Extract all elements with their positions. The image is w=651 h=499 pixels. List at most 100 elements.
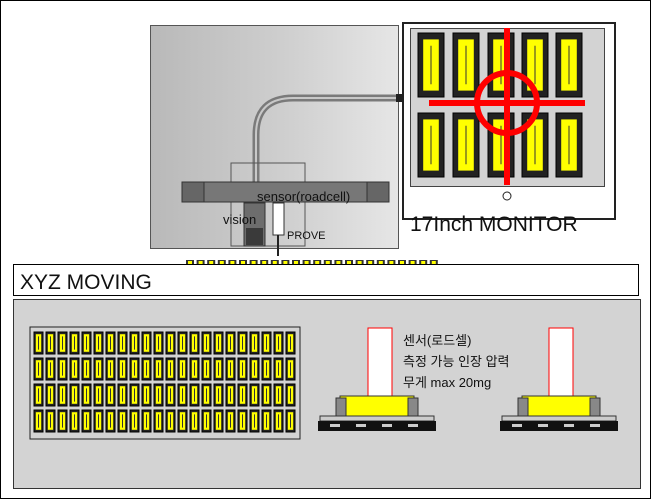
tray-chip — [261, 331, 272, 355]
tray-chip — [69, 331, 80, 355]
tray-chip — [81, 409, 92, 433]
tray-chip — [33, 357, 44, 381]
tray-chip — [261, 409, 272, 433]
tray-chip — [33, 383, 44, 407]
tray-chip — [177, 409, 188, 433]
test-station-2 — [500, 327, 618, 431]
conveyor-chip — [207, 260, 216, 266]
tray-chip — [189, 409, 200, 433]
test-station-1 — [318, 327, 436, 431]
tray-chip — [273, 331, 284, 355]
tray-chip — [57, 331, 68, 355]
tray-chip — [153, 357, 164, 381]
conveyor-chip — [334, 260, 343, 266]
tray-chip — [285, 357, 296, 381]
conveyor-chip — [419, 260, 428, 266]
tray-chip — [93, 357, 104, 381]
tray-chip — [141, 331, 152, 355]
tray-chip — [285, 409, 296, 433]
tray-chip — [249, 383, 260, 407]
monitor-chip — [417, 112, 445, 178]
tray-chip — [81, 357, 92, 381]
tray-chip — [201, 409, 212, 433]
xyz-label: XYZ MOVING — [20, 271, 152, 294]
monitor-chip — [521, 32, 549, 98]
tray-chip — [213, 409, 224, 433]
tray-chip — [93, 409, 104, 433]
korean-line-2: 측정 가능 인장 압력 — [403, 354, 510, 369]
tray-chip — [45, 331, 56, 355]
tray-chip — [189, 331, 200, 355]
crosshair-icon — [429, 28, 585, 185]
tray-chip — [69, 383, 80, 407]
conveyor-chip — [323, 260, 332, 266]
tray-chip — [249, 331, 260, 355]
sensor-label: sensor(roadcell) — [257, 189, 351, 204]
monitor-chip — [452, 112, 480, 178]
conveyor-chip — [281, 260, 290, 266]
conveyor-chip — [429, 260, 438, 266]
monitor-chip — [555, 32, 583, 98]
tray-chip — [225, 331, 236, 355]
tray-chip — [261, 357, 272, 381]
tray-chip — [69, 357, 80, 381]
tray-chip — [273, 409, 284, 433]
conveyor-chip — [292, 260, 300, 266]
tray-chip — [105, 357, 116, 381]
monitor-label: 17Inch MONITOR — [410, 213, 578, 236]
tray-chip — [129, 409, 140, 433]
tray-chip — [117, 383, 128, 407]
tray-chip — [153, 383, 164, 407]
conveyor-chip — [260, 260, 269, 266]
tray-chip — [33, 409, 44, 433]
tray-chip — [117, 409, 128, 433]
tray-chip — [117, 357, 128, 381]
tray-chip — [165, 357, 176, 381]
tray-chip — [225, 383, 236, 407]
tray-chip — [153, 331, 164, 355]
tray-chip — [201, 383, 212, 407]
tray-chip — [273, 357, 284, 381]
vision-label: vision — [223, 212, 257, 227]
conveyor-chip — [345, 260, 353, 266]
conveyor-chip — [355, 260, 364, 266]
conveyor-chip — [376, 260, 385, 266]
tray-chip — [189, 357, 200, 381]
conveyor-chip — [387, 260, 396, 266]
tray-chip — [237, 383, 248, 407]
tray-chip — [33, 331, 44, 355]
monitor-chip — [452, 32, 480, 98]
tray-chip — [141, 383, 152, 407]
tray-chip — [81, 383, 92, 407]
tray-chip — [213, 357, 224, 381]
tray-chip — [237, 409, 248, 433]
korean-line-1: 센서(로드셀) — [403, 333, 472, 348]
conveyor-chip — [302, 260, 311, 266]
tray-chip — [225, 357, 236, 381]
tray-chip — [57, 383, 68, 407]
conveyor-chip — [270, 260, 279, 266]
tray-chip — [213, 331, 224, 355]
tray-chip — [189, 383, 200, 407]
monitor-power-icon — [502, 191, 512, 201]
monitor-chip — [417, 32, 445, 98]
conveyor-chip — [217, 260, 226, 266]
tray-chip — [177, 383, 188, 407]
korean-line-3: 무게 max 20mg — [403, 375, 492, 390]
tray-chip — [57, 357, 68, 381]
tray-chip — [105, 383, 116, 407]
conveyor-chip — [313, 260, 322, 266]
tray-chip — [201, 331, 212, 355]
tray-chip — [261, 383, 272, 407]
tray-chip — [177, 331, 188, 355]
prove-label: PROVE — [287, 230, 326, 242]
tray-chip — [177, 357, 188, 381]
tray-chip — [57, 409, 68, 433]
tray-chip — [237, 357, 248, 381]
xyz-moving-bar — [13, 264, 639, 296]
tray-chip — [129, 383, 140, 407]
